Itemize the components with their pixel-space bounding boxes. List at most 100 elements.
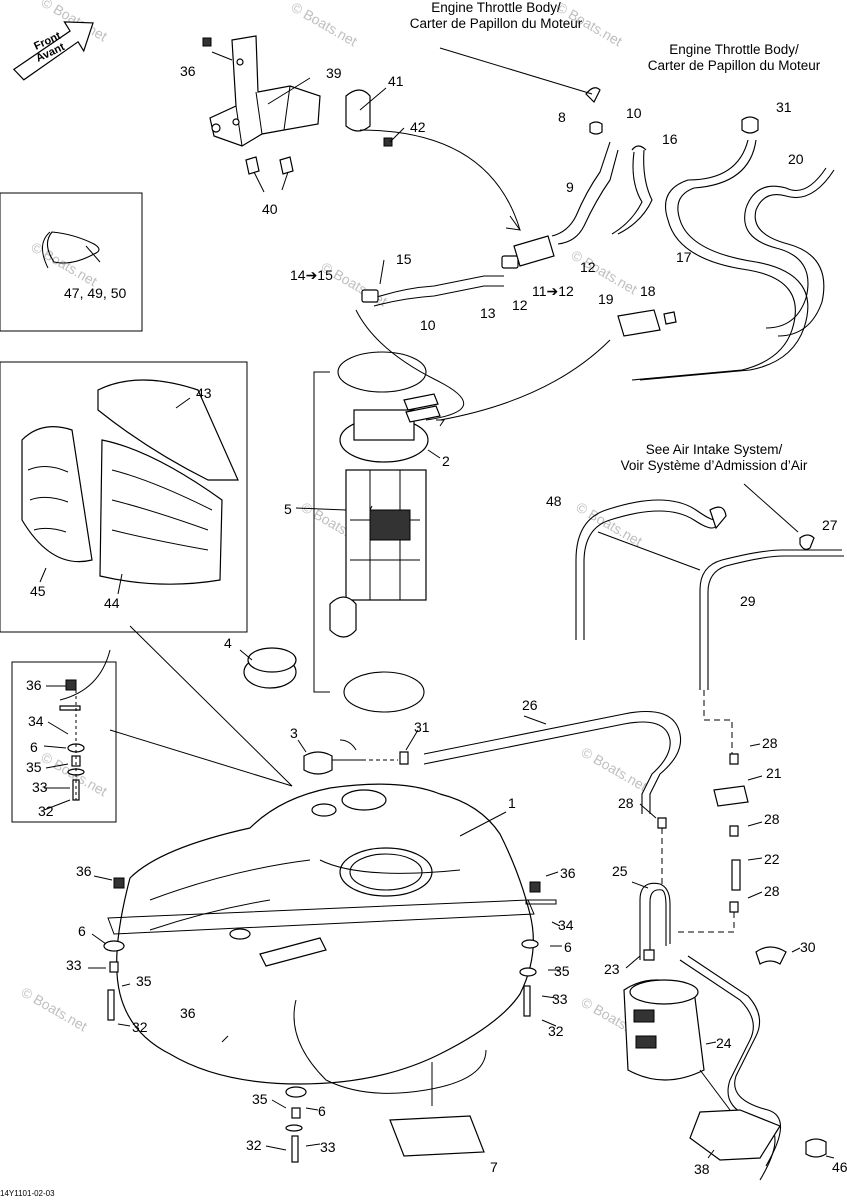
callout-31: 31 [776,99,792,115]
callout-4: 4 [224,635,232,651]
callout-42: 42 [410,119,426,135]
callout-14-15: 14➔15 [290,267,333,283]
right-hardware [519,871,562,1027]
vent-hoses [575,483,844,690]
watermark: © Boats.net [19,984,91,1035]
callout-17: 17 [676,249,692,265]
callout-6: 6 [30,739,38,755]
return-hoses [617,116,835,381]
callout-48: 48 [546,493,562,509]
callout-36: 36 [560,865,576,881]
callout-6: 6 [318,1103,326,1119]
callout-36: 36 [26,677,42,693]
callout-10: 10 [420,317,436,333]
callout-33: 33 [66,957,82,973]
front-arrow: Front Avant [12,21,94,81]
air-intake-fr: Voir Système d’Admission d’Air [621,458,808,473]
callout-28: 28 [762,735,778,751]
callout-32: 32 [246,1137,262,1153]
rollover-valve [639,690,763,933]
callout-31: 31 [414,719,430,735]
charcoal-canister [623,881,835,1181]
headings: Engine Throttle Body/ Carter de Papillon… [410,0,821,473]
callout-33: 33 [320,1139,336,1155]
throttle-body-left-en: Engine Throttle Body/ [431,0,561,15]
fuel-pump-module [295,309,611,713]
callout-36: 36 [76,863,92,879]
callout-26: 26 [522,697,538,713]
callout-35: 35 [252,1091,268,1107]
callout-10: 10 [626,105,642,121]
callout-23: 23 [604,961,620,977]
callout-33: 33 [552,991,568,1007]
throttle-body-left-fr: Carter de Papillon du Moteur [410,16,583,31]
callout-24: 24 [716,1035,732,1051]
callout-34: 34 [558,917,574,933]
callout-5: 5 [284,501,292,517]
bottom-hardware [265,1086,321,1163]
callout-28: 28 [764,883,780,899]
callout-12: 12 [512,297,528,313]
callout-2: 2 [442,453,450,469]
callout-11-12: 11➔12 [532,283,574,299]
callout-41: 41 [388,73,404,89]
left-hardware-detail [11,649,293,823]
callout-38: 38 [694,1161,710,1177]
leader-lines [129,259,385,787]
callout-25: 25 [612,863,628,879]
callout-40: 40 [262,201,278,217]
watermark: © Boats.net [574,499,646,550]
callout-33: 33 [32,779,48,795]
callout-15: 15 [396,251,412,267]
callout-43: 43 [196,385,212,401]
callout-22: 22 [764,851,780,867]
callout-16: 16 [662,131,678,147]
callout-45: 45 [30,583,46,599]
bracket-assembly [202,35,405,193]
fuel-cap [239,647,297,689]
callout-1: 1 [508,795,516,811]
air-intake-en: See Air Intake System/ [646,442,783,457]
callout-7: 7 [490,1159,498,1175]
callout-27: 27 [822,517,838,533]
callout-8: 8 [558,109,566,125]
fuel-lines-top [359,47,653,307]
callout-12: 12 [580,259,596,275]
throttle-body-right-en: Engine Throttle Body/ [669,42,799,57]
callout-47-49-50: 47, 49, 50 [64,285,126,301]
left-lower-hardware [88,875,131,1027]
callouts: 36 39 41 42 40 8 10 16 9 31 20 17 15 14➔… [26,63,847,1177]
callout-6: 6 [78,923,86,939]
throttle-body-right-fr: Carter de Papillon du Moteur [648,58,821,73]
callout-28: 28 [764,811,780,827]
callout-34: 34 [28,713,44,729]
drawing-code: 14Y1101-02-03 [0,1189,55,1198]
callout-29: 29 [740,593,756,609]
callout-20: 20 [788,151,804,167]
callout-30: 30 [800,939,816,955]
callout-35: 35 [136,973,152,989]
clamp-detail-box [0,192,143,332]
callout-36: 36 [180,1005,196,1021]
callout-19: 19 [598,291,614,307]
watermark: © Boats.net [289,0,361,49]
tank-fitting [297,710,682,814]
watermark: © Boats.net [579,744,651,795]
callout-36: 36 [180,63,196,79]
callout-13: 13 [480,305,496,321]
callout-21: 21 [766,765,782,781]
watermark: © Boats.net [29,239,101,290]
callout-46: 46 [832,1159,847,1175]
panels-detail-box [0,361,248,633]
callout-6: 6 [564,939,572,955]
fuel-tank [107,783,535,1157]
callout-32: 32 [132,1019,148,1035]
callout-28: 28 [618,795,634,811]
callout-39: 39 [326,65,342,81]
callout-9: 9 [566,179,574,195]
callout-3: 3 [290,725,298,741]
callout-35: 35 [26,759,42,775]
callout-18: 18 [640,283,656,299]
callout-35: 35 [554,963,570,979]
